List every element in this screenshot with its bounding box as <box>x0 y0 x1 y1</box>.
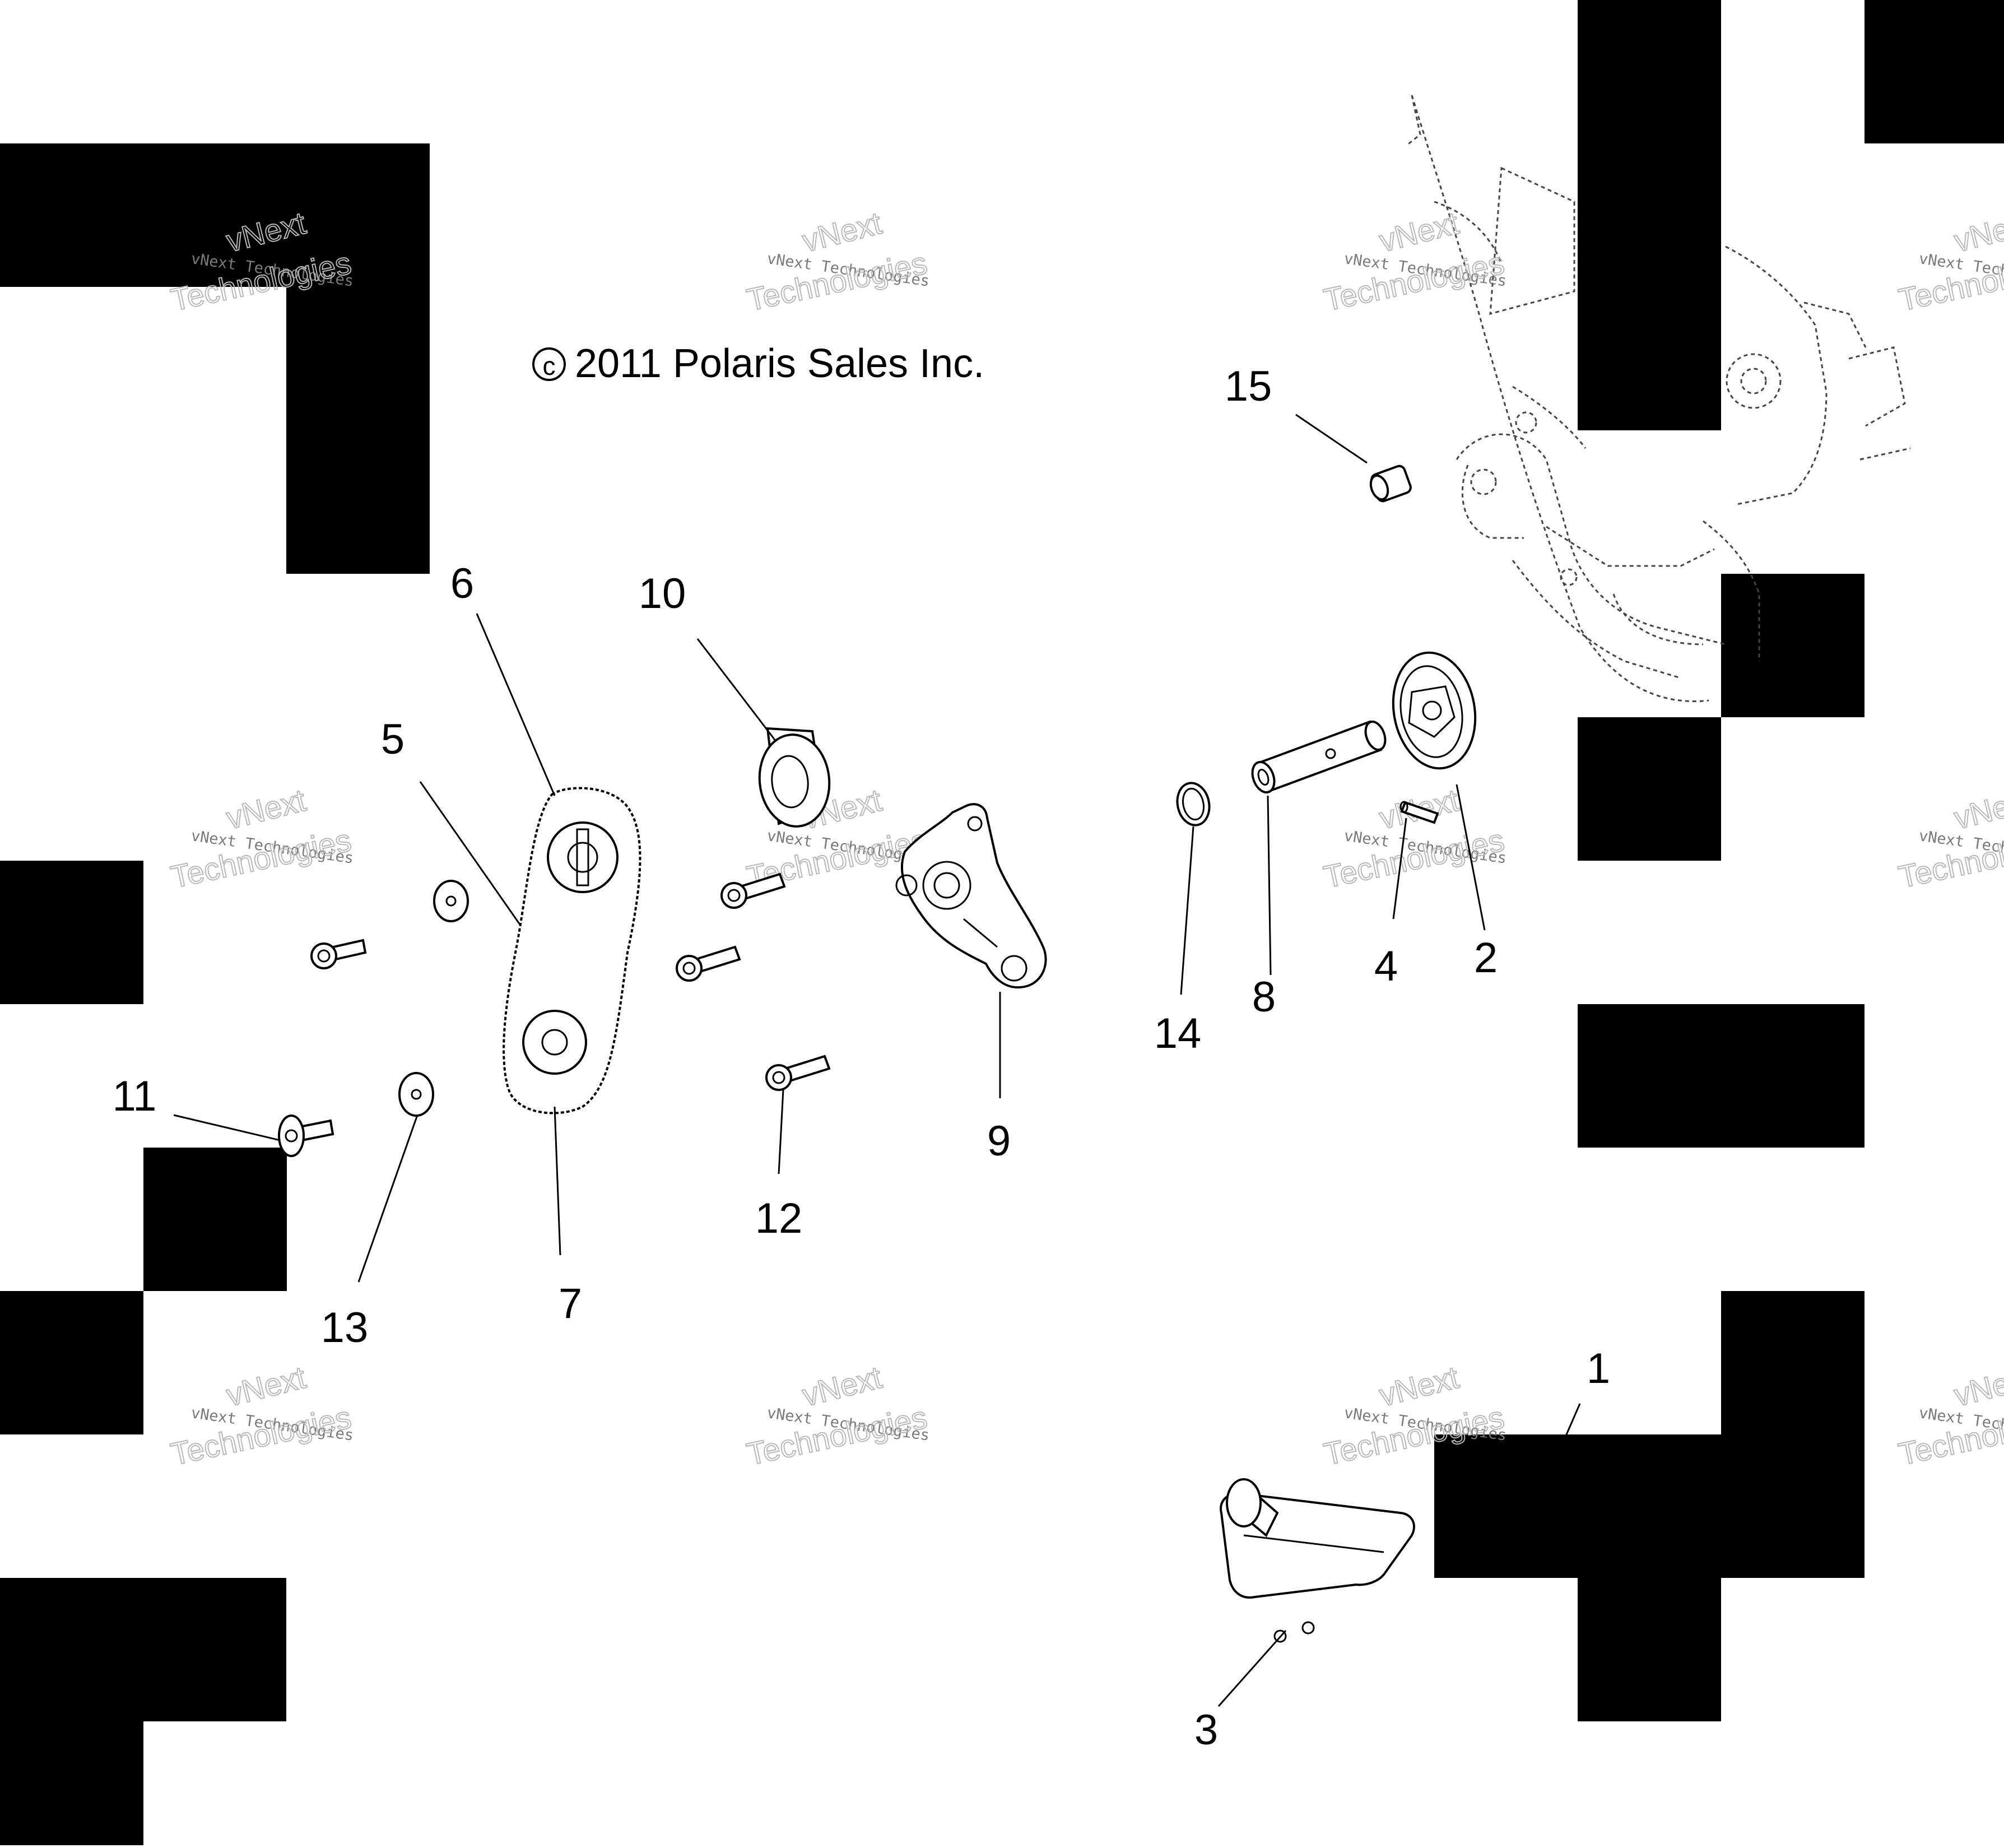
part-plug <box>1369 465 1412 503</box>
watermark-text-vnext: vNext <box>1376 1359 1463 1413</box>
callout-12: 12 <box>755 1195 803 1242</box>
redaction-block <box>1721 574 1864 717</box>
redaction-block <box>0 143 430 574</box>
callout-13: 13 <box>321 1304 369 1352</box>
watermark-text-vnext: vNext <box>1951 782 2004 836</box>
redaction-block <box>1578 1004 1864 1148</box>
callout-11: 11 <box>113 1072 157 1120</box>
redaction-block <box>1578 0 1721 430</box>
part-pin <box>1399 801 1439 824</box>
copyright-circle <box>532 347 566 381</box>
callout-9: 9 <box>987 1117 1011 1165</box>
callout-10: 10 <box>639 570 686 617</box>
engine-crankcase-outline <box>1406 95 1911 702</box>
watermark-text-vnext: vNext <box>799 1359 886 1413</box>
redaction-block <box>0 861 143 1004</box>
callout-15: 15 <box>1225 363 1272 410</box>
callout-4: 4 <box>1374 942 1398 990</box>
part-bolt <box>278 1115 334 1157</box>
callout-3: 3 <box>1194 1706 1218 1754</box>
part-washer-upper <box>433 880 469 922</box>
callout-1: 1 <box>1587 1345 1610 1392</box>
callout-5: 5 <box>381 716 404 763</box>
part-bolt-flanged-2 <box>676 945 741 982</box>
callout-2: 2 <box>1474 934 1498 982</box>
watermark-text-vnext: vNext <box>1951 1359 2004 1413</box>
part-bolt-left <box>310 939 367 969</box>
part-shaft <box>1251 720 1387 794</box>
part-washer-lower <box>398 1072 434 1117</box>
part-oil-pickup <box>1220 1478 1415 1643</box>
copyright-text: 2011 Polaris Sales Inc. <box>575 341 984 386</box>
watermark-text-vnext: vNext <box>1951 205 2004 259</box>
callout-14: 14 <box>1154 1010 1202 1057</box>
redaction-block <box>0 1291 143 1434</box>
watermark-text-vnext: vNext <box>223 782 310 836</box>
part-chain-sprocket <box>503 787 641 1115</box>
callout-labels: 1 2 3 4 5 6 7 8 9 10 11 12 13 14 15 <box>113 363 1611 1754</box>
watermark-text-vnext: vNext <box>799 205 886 259</box>
part-ring <box>1176 782 1211 827</box>
callout-8: 8 <box>1252 973 1276 1021</box>
copyright-symbol-c: c <box>543 351 556 380</box>
watermark-text-vnext: vNext <box>223 1359 310 1413</box>
redaction-block <box>143 1148 287 1291</box>
part-bushing <box>758 727 831 828</box>
redaction-block <box>1434 1291 1864 1721</box>
part-bolt-flanged <box>720 872 786 909</box>
callout-7: 7 <box>559 1280 582 1327</box>
redaction-block <box>1864 0 2004 143</box>
part-pump-housing <box>895 803 1047 989</box>
redaction-block <box>1578 717 1721 861</box>
copyright-notice: c 2011 Polaris Sales Inc. <box>532 341 984 386</box>
part-bolt-flanged-3 <box>765 1055 831 1091</box>
watermark-text-vnext: vNext <box>1376 205 1463 259</box>
callout-6: 6 <box>450 560 474 607</box>
leader-lines <box>173 414 1581 1707</box>
part-rotor <box>1392 651 1477 770</box>
redaction-block <box>0 1578 286 1845</box>
